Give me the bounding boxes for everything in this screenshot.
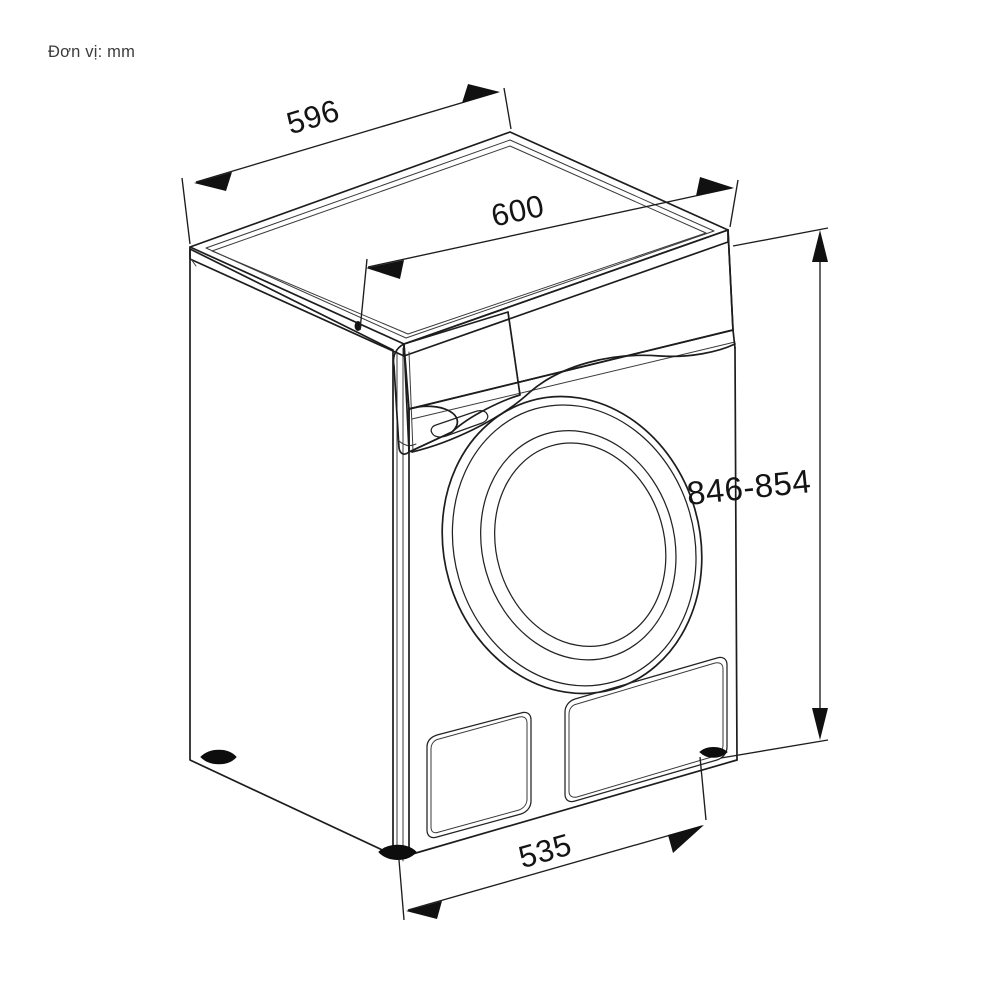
foot-rear-left [200, 749, 237, 765]
dimension-depth-596: 596 [181, 84, 512, 245]
foot-front-right [699, 747, 728, 758]
top-panel [189, 131, 729, 357]
door-outer-ring [441, 395, 703, 695]
foot-front-left [378, 844, 417, 860]
detergent-drawer [392, 311, 521, 455]
dimension-label-596: 596 [283, 93, 344, 142]
front-face [408, 343, 738, 856]
dimension-label-535: 535 [515, 827, 576, 875]
dimension-label-846-854: 846-854 [685, 462, 813, 512]
dimension-label-600: 600 [488, 188, 548, 234]
dimension-height-846-854: 846-854 [685, 227, 829, 759]
dimension-front-width-535: 535 [398, 756, 707, 921]
door-glass-ring [494, 442, 667, 648]
filter-flap [426, 711, 532, 839]
door-outer-ring-inner [451, 404, 697, 687]
dimension-width-600: 600 [359, 177, 739, 331]
drawer-handle [430, 410, 489, 438]
door-middle-ring [480, 430, 677, 661]
unit-label: Đơn vị: mm [48, 43, 136, 61]
plinth-panel [564, 656, 728, 803]
door [441, 395, 703, 695]
control-panel [403, 229, 736, 420]
feet [200, 747, 728, 860]
